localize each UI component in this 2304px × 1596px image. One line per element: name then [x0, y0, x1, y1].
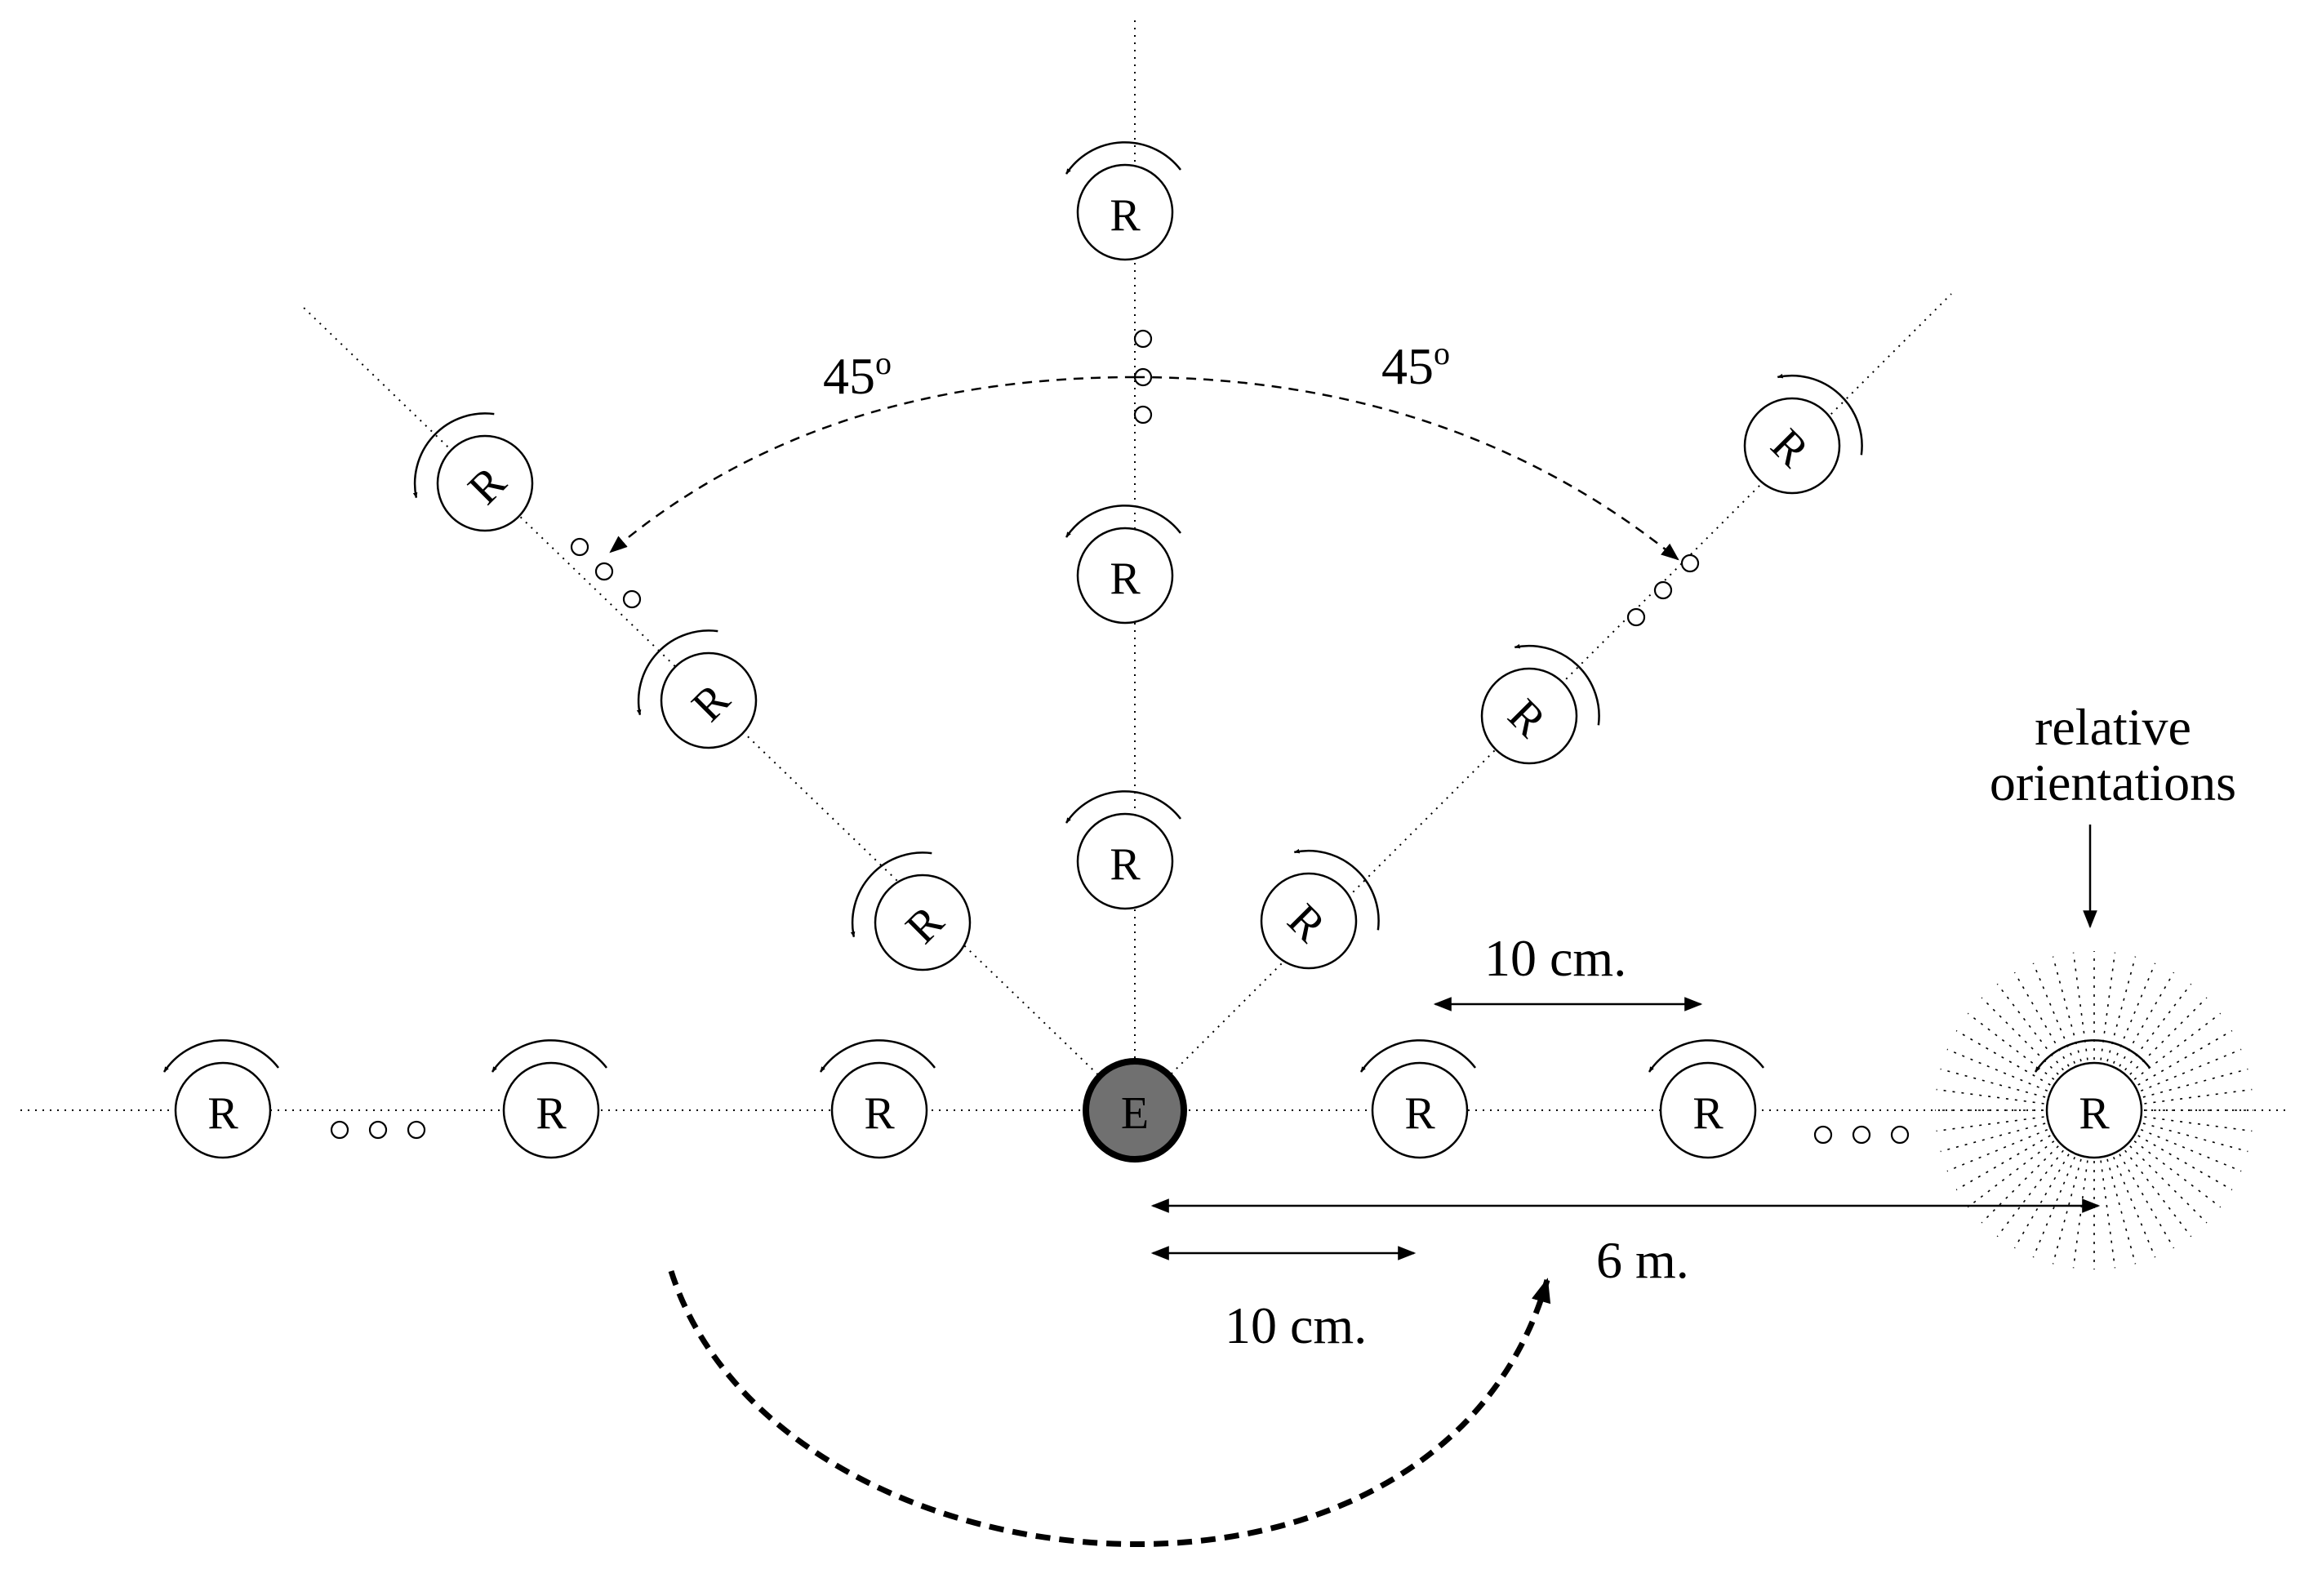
- rotation-arrow: [668, 1269, 1551, 1548]
- orientation-ray: [2142, 1123, 2248, 1153]
- receiver-node: R: [491, 1039, 607, 1159]
- orientation-ray: [2100, 952, 2116, 1060]
- orientation-ray: [1936, 1088, 2044, 1105]
- orientation-ray: [2137, 1135, 2233, 1191]
- orientation-ray: [1955, 1135, 2051, 1191]
- orientation-ray: [2032, 1156, 2076, 1258]
- right-diagonal-line: [1134, 293, 1952, 1111]
- orientation-ray: [2124, 1149, 2192, 1238]
- receiver-label: R: [1110, 190, 1141, 241]
- receiver-node: R: [1065, 141, 1181, 261]
- orientation-ray: [1967, 1140, 2055, 1208]
- spacing-bottom-label: 10 cm.: [1225, 1296, 1367, 1354]
- orientation-ray: [2052, 956, 2082, 1062]
- orientation-ray: [2129, 997, 2208, 1075]
- angle-label-right: 45o: [1381, 335, 1450, 395]
- receiver-node: R: [850, 851, 972, 971]
- spacing-top-label: 10 cm.: [1484, 929, 1626, 987]
- orientation-ray: [1967, 1012, 2055, 1080]
- receiver-node: R: [1260, 848, 1380, 970]
- orientation-ray: [1955, 1029, 2051, 1086]
- orientation-ray: [1940, 1068, 2046, 1098]
- orientation-ray: [2072, 1160, 2088, 1269]
- orientations-label-line2: orientations: [1990, 754, 2236, 811]
- orientation-ray: [1946, 1128, 2048, 1172]
- orientation-ray: [2013, 1154, 2070, 1249]
- orientation-ray: [2140, 1048, 2242, 1092]
- orientation-ray: [2133, 1012, 2222, 1080]
- receiver-label: R: [1692, 1088, 1724, 1139]
- receiver-label: R: [2079, 1088, 2110, 1139]
- angle-label-left: 45o: [823, 345, 892, 405]
- orientation-rays: [1935, 951, 2253, 1269]
- emitter-label: E: [1121, 1088, 1149, 1139]
- orientation-ray: [2072, 952, 2088, 1060]
- orientation-ray: [2112, 1156, 2156, 1258]
- receiver-node: R: [819, 1039, 936, 1159]
- receiver-node: R: [1359, 1039, 1476, 1159]
- orientation-ray: [2129, 1145, 2208, 1224]
- angle-arc: [609, 376, 1679, 561]
- orientation-ray: [1940, 1123, 2046, 1153]
- dimension-arrows: [1150, 825, 2101, 1260]
- orientation-ray: [1996, 983, 2064, 1071]
- receiver-label: R: [1404, 1088, 1435, 1139]
- receiver-node: R: [1648, 1039, 1764, 1159]
- orientation-ray: [1981, 997, 2059, 1075]
- orientation-ray: [1981, 1145, 2059, 1224]
- receiver-label: R: [1110, 553, 1141, 604]
- receiver-node-far: R: [2034, 1039, 2151, 1159]
- receiver-label: R: [1110, 839, 1141, 890]
- orientation-ray: [2119, 971, 2175, 1067]
- receiver-label: R: [207, 1088, 238, 1139]
- orientation-ray: [2142, 1068, 2248, 1098]
- orientation-ray: [2032, 962, 2076, 1065]
- receiver-node: R: [1065, 505, 1181, 625]
- orientation-ray: [2144, 1116, 2253, 1132]
- receiver-node: R: [1480, 643, 1600, 765]
- emitter-circle: [1083, 1058, 1187, 1163]
- orientation-ray: [2140, 1128, 2242, 1172]
- orientation-ray: [2119, 1154, 2175, 1249]
- distance-total-label: 6 m.: [1596, 1231, 1689, 1289]
- orientation-ray: [2144, 1088, 2253, 1105]
- receiver-node: R: [162, 1039, 279, 1159]
- orientation-ray: [2112, 962, 2156, 1065]
- orientation-ray: [2137, 1029, 2233, 1086]
- orientation-ray: [2133, 1140, 2222, 1208]
- emitter-node: E: [1083, 1058, 1187, 1163]
- orientation-ray: [2106, 956, 2137, 1062]
- orientation-ray: [1936, 1116, 2044, 1132]
- receiver-node: R: [412, 412, 534, 532]
- receiver-label: R: [536, 1088, 567, 1139]
- orientation-ray: [1996, 1149, 2064, 1238]
- receiver-node: R: [1743, 373, 1863, 495]
- receiver-node: R: [1065, 790, 1181, 910]
- orientations-label-line1: relative: [2035, 698, 2191, 756]
- orientation-ray: [2106, 1158, 2137, 1265]
- ellipsis-dots: [330, 329, 1910, 1145]
- orientation-ray: [1946, 1048, 2048, 1092]
- orientation-ray: [2100, 1160, 2116, 1269]
- receiver-label: R: [864, 1088, 895, 1139]
- orientation-ray: [2124, 983, 2192, 1071]
- orientation-ray: [2013, 971, 2070, 1067]
- receiver-node: R: [636, 629, 758, 749]
